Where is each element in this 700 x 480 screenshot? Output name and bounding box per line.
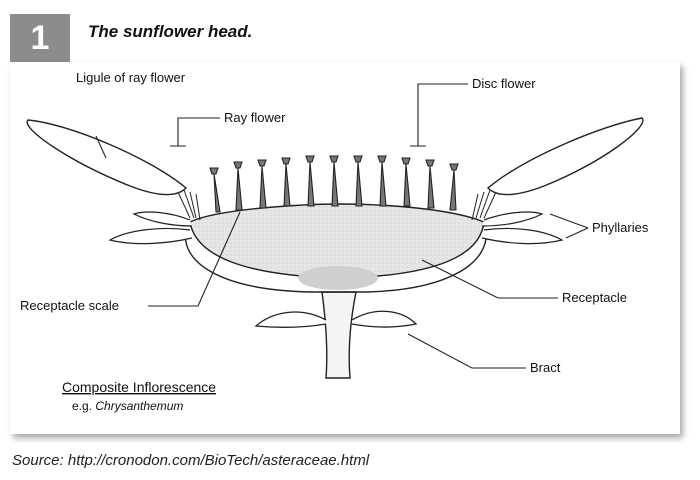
- sunflower-head-diagram: Ligule of ray flower Ray flower Disc flo…: [20, 70, 649, 413]
- diagram-panel: Ligule of ray flower Ray flower Disc flo…: [10, 62, 680, 434]
- label-disc-flower: Disc flower: [472, 76, 536, 91]
- label-ligule: Ligule of ray flower: [76, 70, 186, 85]
- phyllary-left-1: [132, 211, 193, 227]
- leader-receptacle: [421, 259, 558, 299]
- label-receptacle-scale: Receptacle scale: [20, 298, 119, 313]
- figure-title: The sunflower head.: [88, 22, 253, 41]
- caption-example: e.g. Chrysanthemum: [72, 399, 183, 413]
- leader-ligule: [95, 135, 107, 159]
- phyllary-left-2: [108, 227, 193, 245]
- ray-flower-right: [471, 189, 497, 221]
- label-receptacle: Receptacle: [562, 290, 627, 305]
- bract-right: [351, 310, 418, 328]
- phyllary-right-1: [481, 211, 544, 227]
- caption-example-prefix: e.g.: [72, 399, 95, 413]
- leader-receptacle-scale: [148, 211, 241, 307]
- ligule-right: [486, 117, 644, 196]
- source-note: Source: http://cronodon.com/BioTech/aste…: [12, 452, 370, 469]
- figure-number: 1: [10, 14, 70, 62]
- label-bract: Bract: [530, 360, 561, 375]
- leader-bract: [407, 333, 526, 369]
- phyllary-right-2: [481, 227, 564, 245]
- disc-flowers: [209, 155, 459, 213]
- bract-left: [254, 311, 327, 328]
- leader-ray-flower: [170, 117, 220, 147]
- stem: [321, 291, 357, 379]
- ligule-left: [26, 119, 188, 196]
- label-ray-flower: Ray flower: [224, 110, 286, 125]
- receptacle-core: [298, 266, 378, 290]
- caption-heading: Composite Inflorescence: [62, 379, 216, 395]
- label-phyllaries: Phyllaries: [592, 220, 649, 235]
- ray-flower-left: [177, 189, 201, 221]
- leader-disc-flower: [410, 83, 468, 147]
- leader-phyllaries: [549, 213, 589, 239]
- caption-example-name: Chrysanthemum: [95, 399, 183, 413]
- involucre: [184, 229, 487, 293]
